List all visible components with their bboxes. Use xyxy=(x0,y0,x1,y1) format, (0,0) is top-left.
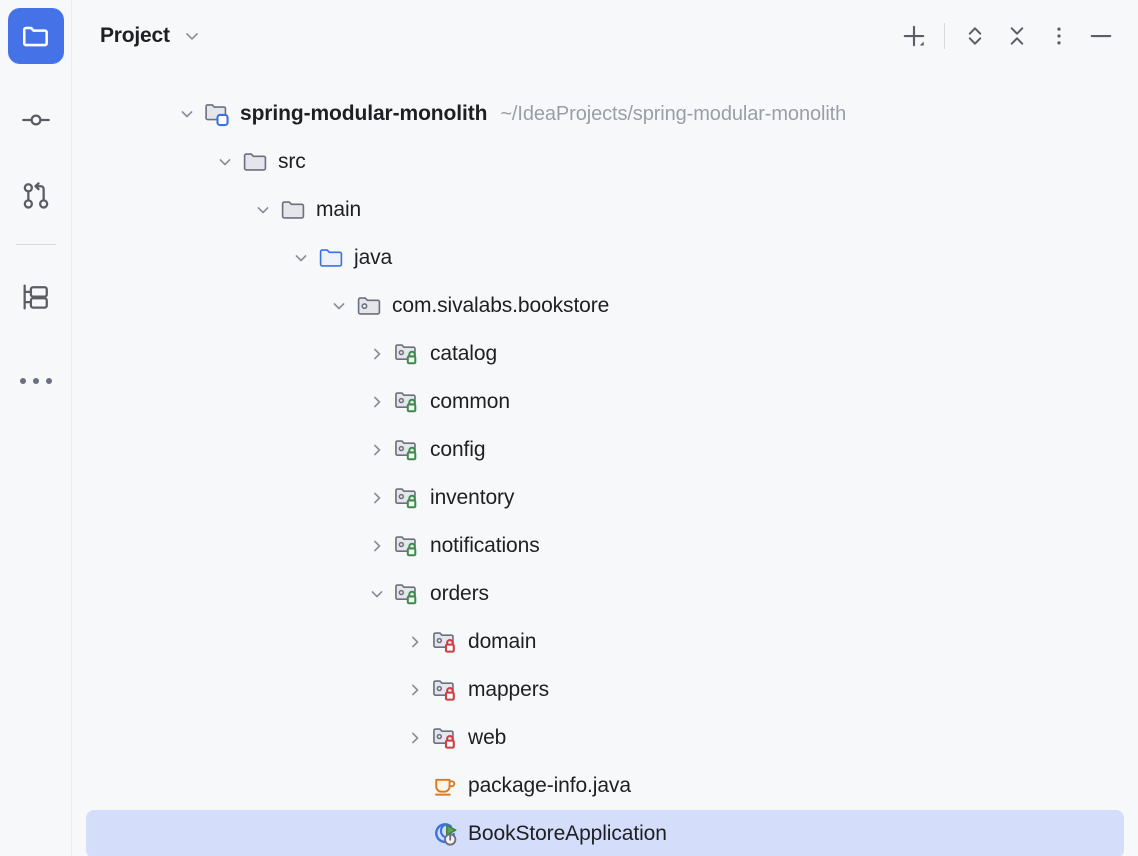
collapse-all-button[interactable] xyxy=(998,17,1036,55)
project-panel: Project xyxy=(72,0,1138,856)
tree-row[interactable]: main xyxy=(72,186,1138,234)
spring-boot-class-icon xyxy=(430,810,460,856)
package-icon xyxy=(354,282,384,330)
tree-row-label: main xyxy=(316,198,362,221)
tree-row-label: domain xyxy=(468,630,537,653)
tree-row[interactable]: inventory xyxy=(72,474,1138,522)
options-button[interactable] xyxy=(1040,17,1078,55)
more-horizontal-icon xyxy=(19,378,52,384)
chevron-down-icon[interactable] xyxy=(210,138,240,186)
module-folder-icon xyxy=(202,90,232,138)
pull-request-icon xyxy=(19,179,53,213)
chevron-right-icon[interactable] xyxy=(400,714,430,762)
toolbar-divider xyxy=(944,23,945,49)
tree-row-label: config xyxy=(430,438,486,461)
tree-row[interactable]: web xyxy=(72,714,1138,762)
expand-collapse-button[interactable] xyxy=(956,17,994,55)
chevron-right-icon[interactable] xyxy=(400,666,430,714)
folder-icon xyxy=(278,186,308,234)
tree-row-label: mappers xyxy=(468,678,550,701)
page-title: Project xyxy=(100,24,170,47)
expand-collapse-icon xyxy=(961,22,989,50)
chevron-down-icon[interactable] xyxy=(324,282,354,330)
tree-row[interactable]: java xyxy=(72,234,1138,282)
sidebar-item-pull-requests[interactable] xyxy=(8,168,64,224)
tree-row[interactable]: spring-modular-monolith ~/IdeaProjects/sp… xyxy=(72,90,1138,138)
tree-row-label: com.sivalabs.bookstore xyxy=(392,294,610,317)
commit-icon xyxy=(19,103,53,137)
tree-row[interactable]: config xyxy=(72,426,1138,474)
header-toolbar xyxy=(895,17,1120,55)
tree-row-label: spring-modular-monolith xyxy=(240,102,488,125)
module-package-locked-icon xyxy=(430,618,460,666)
tree-row-selected[interactable]: BookStoreApplication xyxy=(86,810,1124,856)
sidebar-item-more[interactable] xyxy=(8,353,64,409)
tree-row-label: common xyxy=(430,390,510,413)
tree-row-label: BookStoreApplication xyxy=(468,822,667,845)
source-folder-icon xyxy=(316,234,346,282)
tree-row[interactable]: com.sivalabs.bookstore xyxy=(72,282,1138,330)
java-file-icon xyxy=(430,762,460,810)
tree-row-path: ~/IdeaProjects/spring-modular-monolith xyxy=(500,102,847,125)
tree-row-label: web xyxy=(468,726,507,749)
folder-icon xyxy=(20,20,52,52)
tree-row[interactable]: notifications xyxy=(72,522,1138,570)
activity-bar xyxy=(0,0,72,856)
tree-row-label: catalog xyxy=(430,342,498,365)
module-package-open-icon xyxy=(392,522,422,570)
chevron-down-icon xyxy=(182,26,202,46)
module-package-open-icon xyxy=(392,474,422,522)
chevron-right-icon[interactable] xyxy=(400,618,430,666)
minimize-icon xyxy=(1086,21,1116,51)
module-package-open-icon xyxy=(392,570,422,618)
module-package-open-icon xyxy=(392,378,422,426)
plus-dropdown-icon xyxy=(899,21,929,51)
tree-row[interactable]: src xyxy=(72,138,1138,186)
chevron-right-icon[interactable] xyxy=(362,474,392,522)
hide-button[interactable] xyxy=(1082,17,1120,55)
panel-header: Project xyxy=(72,0,1138,72)
tree-row[interactable]: catalog xyxy=(72,330,1138,378)
tree-row-label: java xyxy=(354,246,393,269)
tree-row[interactable]: common xyxy=(72,378,1138,426)
chevron-right-icon[interactable] xyxy=(362,522,392,570)
chevron-down-icon[interactable] xyxy=(172,90,202,138)
tree-row[interactable]: orders xyxy=(72,570,1138,618)
chevron-right-icon[interactable] xyxy=(362,330,392,378)
chevron-down-icon[interactable] xyxy=(362,570,392,618)
chevron-down-icon[interactable] xyxy=(286,234,316,282)
tree-row-label: inventory xyxy=(430,486,515,509)
sidebar-item-services[interactable] xyxy=(8,269,64,325)
sidebar-divider xyxy=(15,244,56,245)
more-vertical-icon xyxy=(1046,23,1072,49)
services-icon xyxy=(19,280,53,314)
folder-icon xyxy=(240,138,270,186)
tree-row[interactable]: mappers xyxy=(72,666,1138,714)
tree-row-label: package-info.java xyxy=(468,774,631,797)
tree-row-label: orders xyxy=(430,582,489,605)
new-button[interactable] xyxy=(895,17,933,55)
project-tree[interactable]: spring-modular-monolith ~/IdeaProjects/sp… xyxy=(72,72,1138,856)
module-package-open-icon xyxy=(392,426,422,474)
chevron-right-icon[interactable] xyxy=(362,378,392,426)
module-package-open-icon xyxy=(392,330,422,378)
tree-row-label: src xyxy=(278,150,306,173)
chevron-down-icon[interactable] xyxy=(248,186,278,234)
chevron-right-icon[interactable] xyxy=(362,426,392,474)
collapse-all-icon xyxy=(1003,22,1031,50)
sidebar-item-project[interactable] xyxy=(7,8,64,64)
sidebar-item-commit[interactable] xyxy=(8,92,64,148)
tree-row-label: notifications xyxy=(430,534,540,557)
module-package-locked-icon xyxy=(430,666,460,714)
tree-row[interactable]: package-info.java xyxy=(72,762,1138,810)
module-package-locked-icon xyxy=(430,714,460,762)
tree-row[interactable]: domain xyxy=(72,618,1138,666)
title-dropdown-button[interactable] xyxy=(182,26,202,46)
